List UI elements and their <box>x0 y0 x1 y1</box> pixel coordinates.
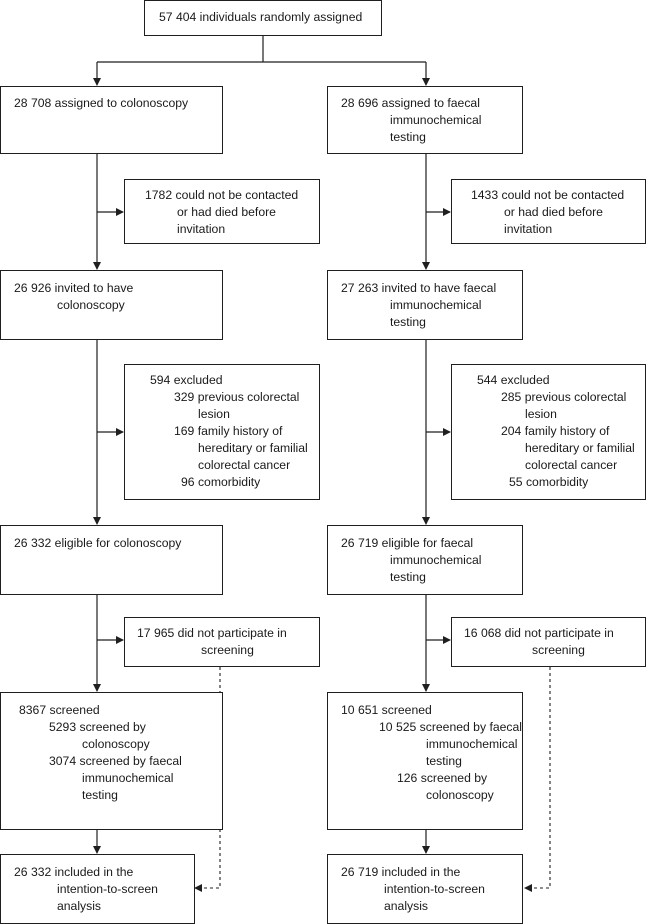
left-not-contacted-box: 1782 could not be contacted or had died … <box>124 179 320 244</box>
right-invited-box: 27 263 invited to have faecal immunochem… <box>327 270 523 340</box>
left-excluded-line-3: lesion <box>198 407 230 421</box>
right-assigned-line-1: 28 696 assigned to faecal <box>341 96 480 110</box>
left-screened-box: 8367 screened 5293 screened by colonosco… <box>0 692 223 830</box>
left-dnp-line-1: 17 965 did not participate in <box>137 626 287 640</box>
right-excluded-box: 544 excluded 285 previous colorectal les… <box>451 364 646 500</box>
right-excluded-line-4: 204 family history of <box>501 424 610 438</box>
right-not-contacted-line-1: 1433 could not be contacted <box>471 188 625 202</box>
right-screened-line-6: colonoscopy <box>426 788 494 802</box>
right-dnp-line-1: 16 068 did not participate in <box>464 626 614 640</box>
left-screened-line-2: 5293 screened by <box>49 720 146 734</box>
right-screened-line-5: 126 screened by <box>397 771 488 785</box>
left-not-contacted-line-1: 1782 could not be contacted <box>145 188 299 202</box>
left-dnp-line-2: screening <box>201 643 254 657</box>
right-screened-box: 10 651 screened 10 525 screened by faeca… <box>327 692 523 830</box>
right-screened-line-2: 10 525 screened by faecal <box>379 720 522 734</box>
right-invited-line-2: immunochemical <box>390 298 482 312</box>
left-excluded-line-6: colorectal cancer <box>198 458 291 472</box>
left-eligible-box: 26 332 eligible for colonoscopy <box>0 525 223 595</box>
right-invited-line-3: testing <box>390 315 426 329</box>
right-eligible-line-2: immunochemical <box>390 553 482 567</box>
randomised-text: 57 404 individuals randomly assigned <box>159 10 363 24</box>
left-included-line-1: 26 332 included in the <box>14 865 134 879</box>
left-screened-line-1: 8367 screened <box>19 703 100 717</box>
left-screened-line-4: 3074 screened by faecal <box>49 754 182 768</box>
right-excluded-line-7: 55 comorbidity <box>509 475 589 489</box>
right-dnp-line-2: screening <box>532 643 585 657</box>
left-did-not-participate-box: 17 965 did not participate in screening <box>124 617 320 667</box>
right-screened-line-4: testing <box>426 754 462 768</box>
left-included-line-3: analysis <box>57 899 102 913</box>
right-included-line-3: analysis <box>384 899 429 913</box>
left-assigned-text: 28 708 assigned to colonoscopy <box>14 96 189 110</box>
left-excluded-line-7: 96 comorbidity <box>181 475 261 489</box>
left-included-box: 26 332 included in the intention-to-scre… <box>0 854 195 924</box>
right-included-line-2: intention-to-screen <box>384 882 485 896</box>
left-eligible-text: 26 332 eligible for colonoscopy <box>14 536 182 550</box>
right-excluded-line-2: 285 previous colorectal <box>501 390 627 404</box>
right-assigned-box: 28 696 assigned to faecal immunochemical… <box>327 86 523 154</box>
right-assigned-line-2: immunochemical <box>390 113 482 127</box>
randomised-box: 57 404 individuals randomly assigned <box>144 0 382 36</box>
right-not-contacted-line-2: or had died before <box>504 205 603 219</box>
right-screened-line-1: 10 651 screened <box>341 703 432 717</box>
right-excluded-line-6: colorectal cancer <box>525 458 618 472</box>
right-invited-line-1: 27 263 invited to have faecal <box>341 281 497 295</box>
left-excluded-box: 594 excluded 329 previous colorectal les… <box>124 364 320 500</box>
left-excluded-line-4: 169 family history of <box>174 424 283 438</box>
right-eligible-line-1: 26 719 eligible for faecal <box>341 536 474 550</box>
right-excluded-line-5: hereditary or familial <box>525 441 635 455</box>
left-invited-line-2: colonoscopy <box>57 298 125 312</box>
left-included-line-2: intention-to-screen <box>57 882 158 896</box>
left-screened-line-6: testing <box>82 788 118 802</box>
right-not-contacted-box: 1433 could not be contacted or had died … <box>451 179 646 244</box>
left-excluded-line-5: hereditary or familial <box>198 441 308 455</box>
left-not-contacted-line-3: invitation <box>177 222 226 236</box>
left-not-contacted-line-2: or had died before <box>177 205 276 219</box>
right-screened-line-3: immunochemical <box>426 737 518 751</box>
right-eligible-line-3: testing <box>390 570 426 584</box>
right-excluded-line-1: 544 excluded <box>477 373 550 387</box>
right-assigned-line-3: testing <box>390 130 426 144</box>
right-included-box: 26 719 included in the intention-to-scre… <box>327 854 523 924</box>
left-excluded-line-2: 329 previous colorectal <box>174 390 300 404</box>
left-invited-line-1: 26 926 invited to have <box>14 281 134 295</box>
left-screened-line-5: immunochemical <box>82 771 174 785</box>
right-dashed-connector <box>524 667 551 892</box>
left-assigned-box: 28 708 assigned to colonoscopy <box>0 86 223 154</box>
right-excluded-line-3: lesion <box>525 407 557 421</box>
left-screened-line-3: colonoscopy <box>82 737 150 751</box>
right-not-contacted-line-3: invitation <box>504 222 553 236</box>
left-invited-box: 26 926 invited to have colonoscopy <box>0 270 223 340</box>
right-included-line-1: 26 719 included in the <box>341 865 461 879</box>
right-eligible-box: 26 719 eligible for faecal immunochemica… <box>327 525 523 595</box>
right-did-not-participate-box: 16 068 did not participate in screening <box>451 617 646 667</box>
left-excluded-line-1: 594 excluded <box>150 373 223 387</box>
